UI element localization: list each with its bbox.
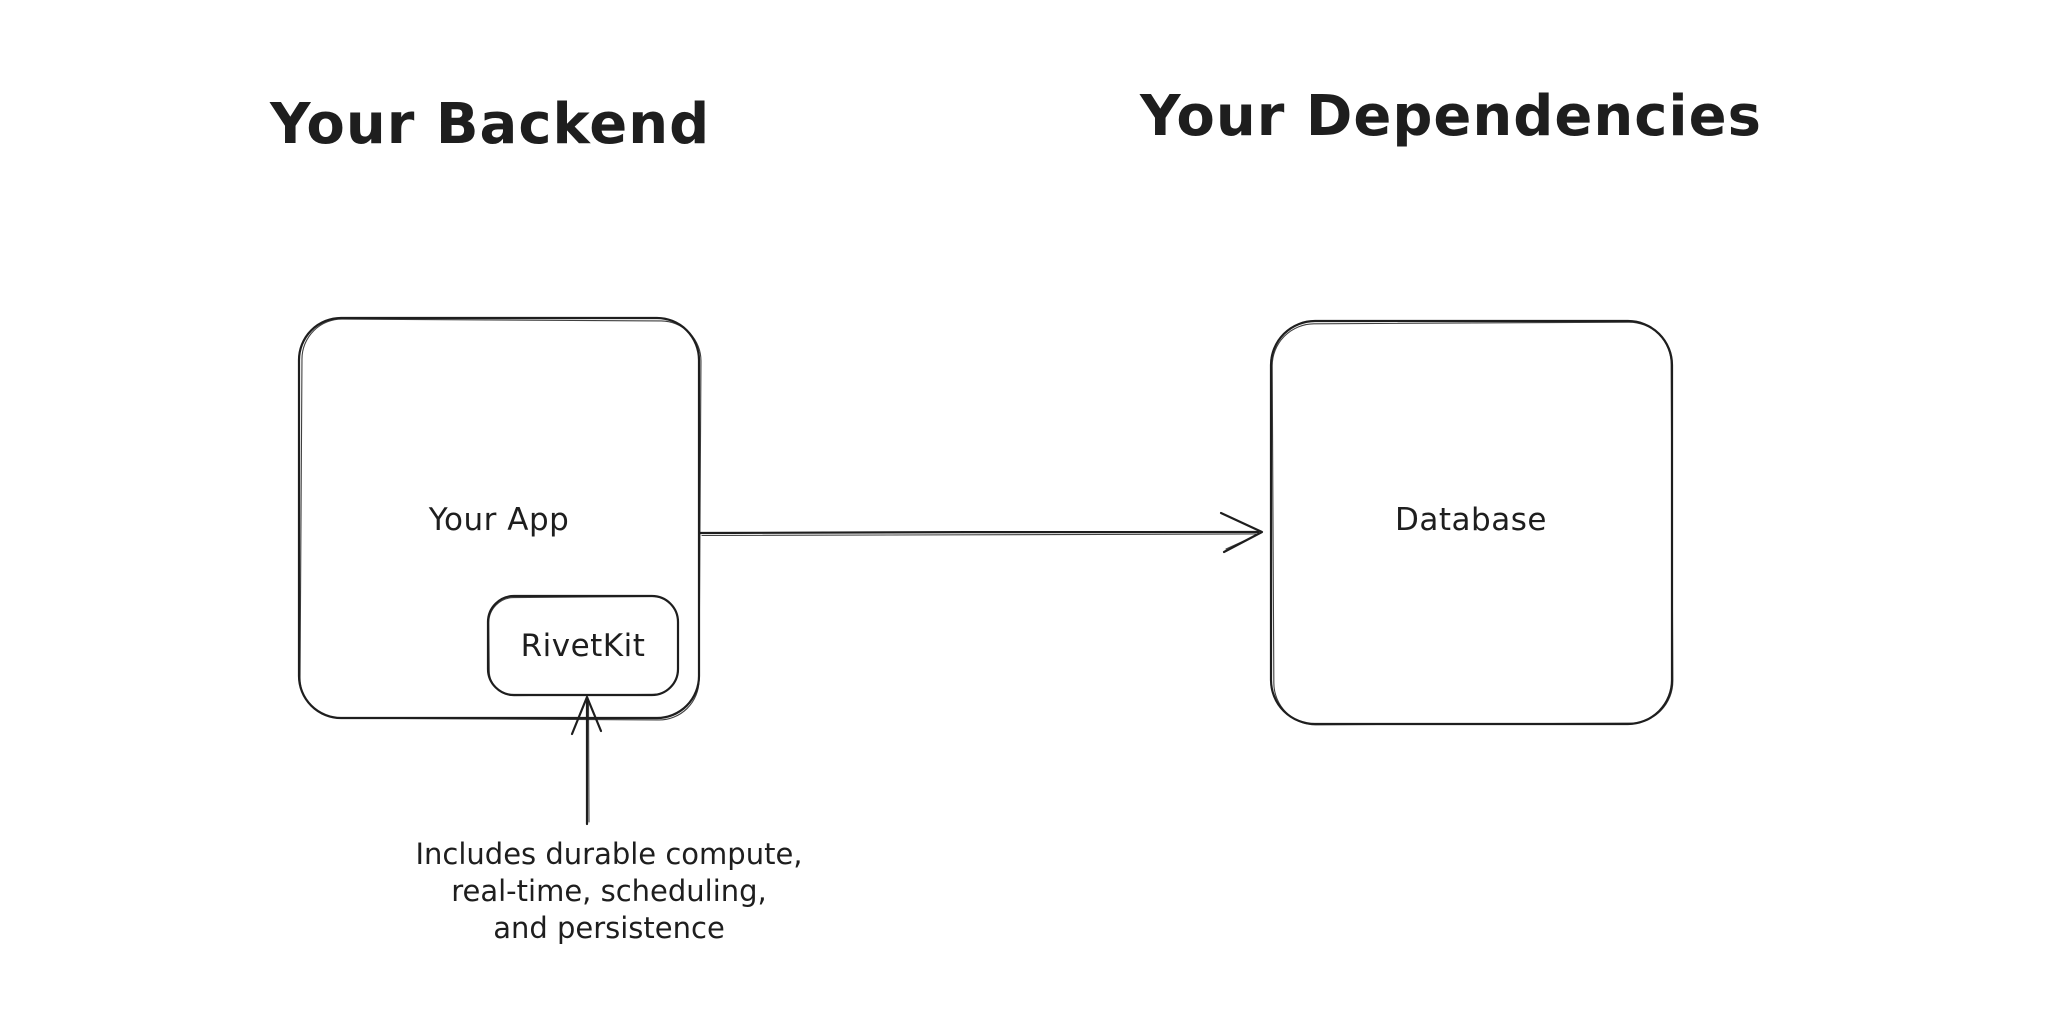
heading-your-backend: Your Backend [270,92,711,157]
your-app-node-label: Your App [428,502,570,538]
app-to-database-arrow [698,511,1264,554]
database-node-box [1269,319,1674,726]
rivetkit-annotation: Includes durable compute, real-time, sch… [409,836,809,947]
rivetkit-node-label: RivetKit [520,628,646,664]
annotation-to-rivetkit-arrow [570,695,603,826]
database-node-label: Database [1395,502,1547,538]
rivetkit-annotation-line-1: Includes durable compute, [415,837,803,871]
heading-your-dependencies: Your Dependencies [1140,84,1762,149]
your-app-node-box [297,316,702,721]
rivetkit-annotation-line-3: and persistence [493,911,725,945]
rivetkit-annotation-line-2: real-time, scheduling, [451,874,767,908]
rivetkit-node-box [486,594,680,697]
